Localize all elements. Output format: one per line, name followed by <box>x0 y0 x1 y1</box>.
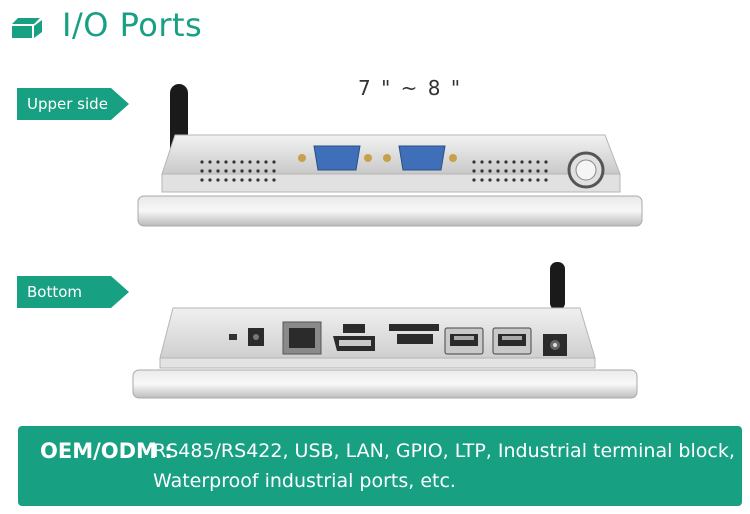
page-title: I/O Ports <box>62 6 203 44</box>
usb-port-icon <box>492 327 532 355</box>
power-button-icon <box>567 151 605 189</box>
bottom-tag: Bottom <box>17 276 129 308</box>
features-line-2: Waterproof industrial ports, etc. <box>153 470 456 492</box>
bottom-device-image <box>132 262 638 399</box>
usb-port-icon <box>444 327 484 355</box>
features-label: OEM/ODM : <box>40 439 173 463</box>
upper-side-tag: Upper side <box>17 88 129 120</box>
serial-port-icon <box>383 145 457 171</box>
features-bar: OEM/ODM : RS485/RS422, USB, LAN, GPIO, L… <box>18 426 742 506</box>
audio-jack-icon <box>248 328 264 346</box>
upper-side-device-image <box>137 84 643 227</box>
size-label: 7 " ~ 8 " <box>358 76 463 100</box>
title-icon <box>12 18 42 38</box>
sd-card-slot-icon <box>389 324 439 344</box>
serial-port-icon <box>298 145 372 171</box>
hdmi-port-icon <box>333 324 375 351</box>
switch-icon <box>229 334 237 340</box>
dc-power-jack-icon <box>543 334 567 356</box>
features-line-1: RS485/RS422, USB, LAN, GPIO, LTP, Indust… <box>153 440 735 462</box>
lan-port-icon <box>282 321 322 355</box>
antenna-icon <box>550 262 565 310</box>
